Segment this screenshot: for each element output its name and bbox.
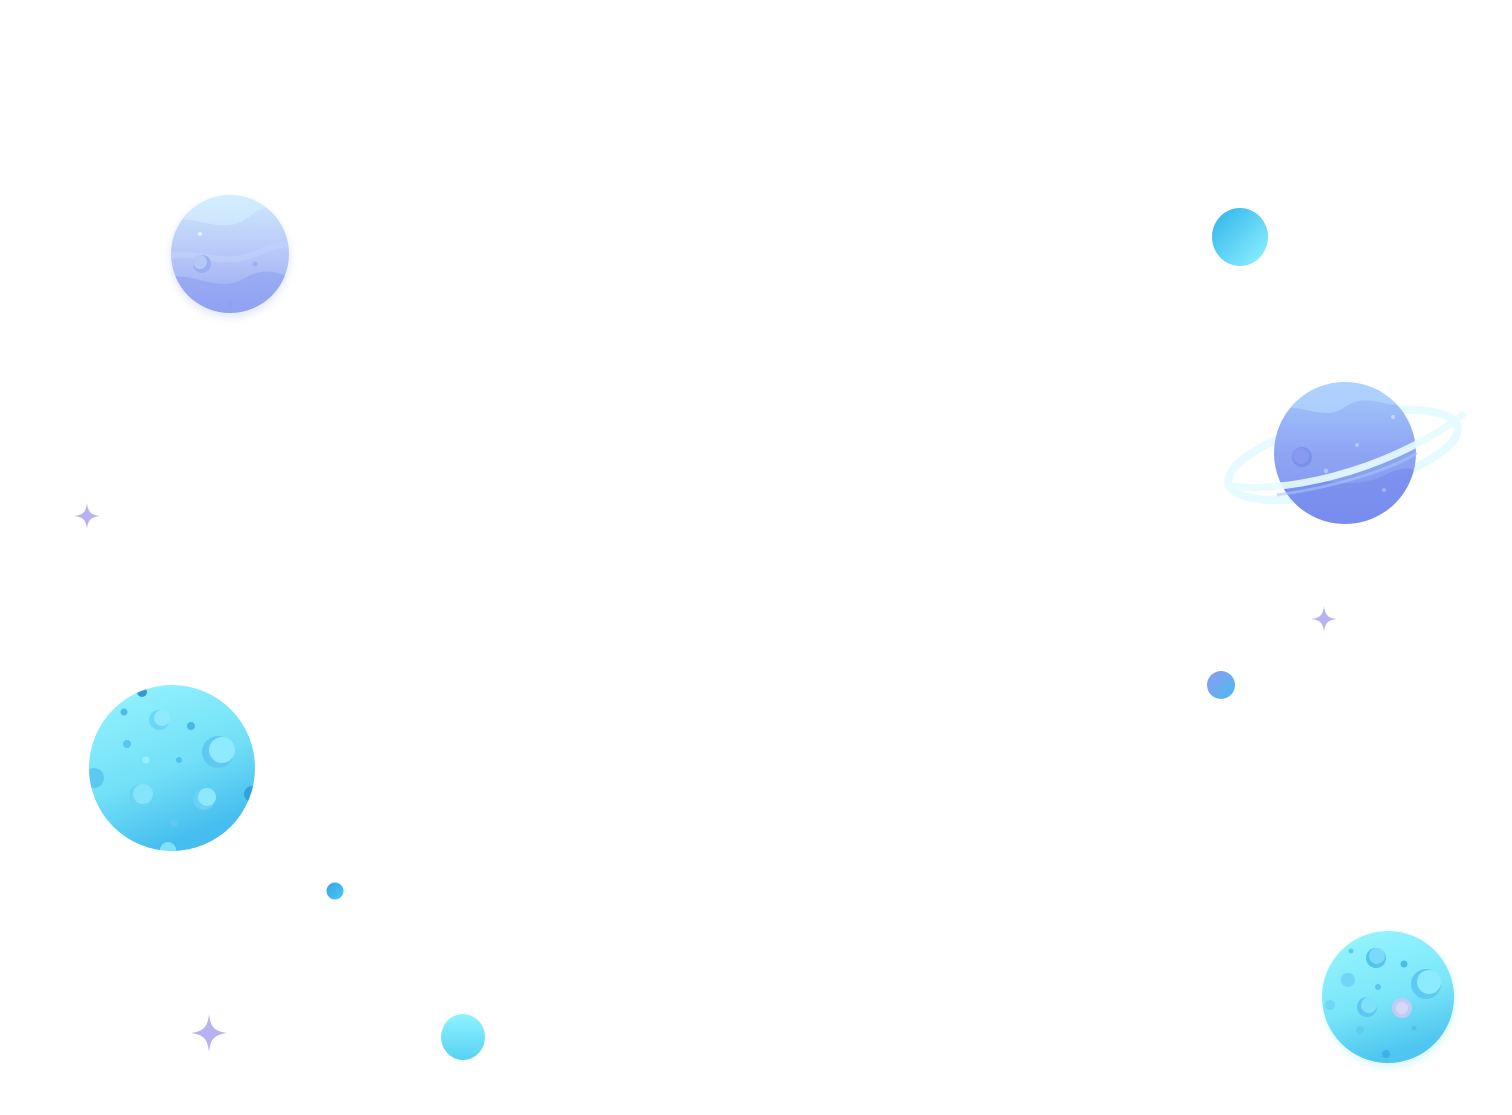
crater-moon-icon [89,685,255,851]
dot-orb-icon [441,1014,485,1060]
sparkle-icon [1311,606,1337,632]
sparkle-icon [191,1014,227,1052]
dot-orb-icon [326,882,344,900]
ringed-planet-icon [1224,382,1468,524]
dot-orb-icon [1212,208,1268,266]
dot-orb-icon [1207,671,1235,699]
sparkle-icon [74,503,100,529]
crater-moon-icon [1322,931,1455,1067]
planet-icon [170,195,290,318]
